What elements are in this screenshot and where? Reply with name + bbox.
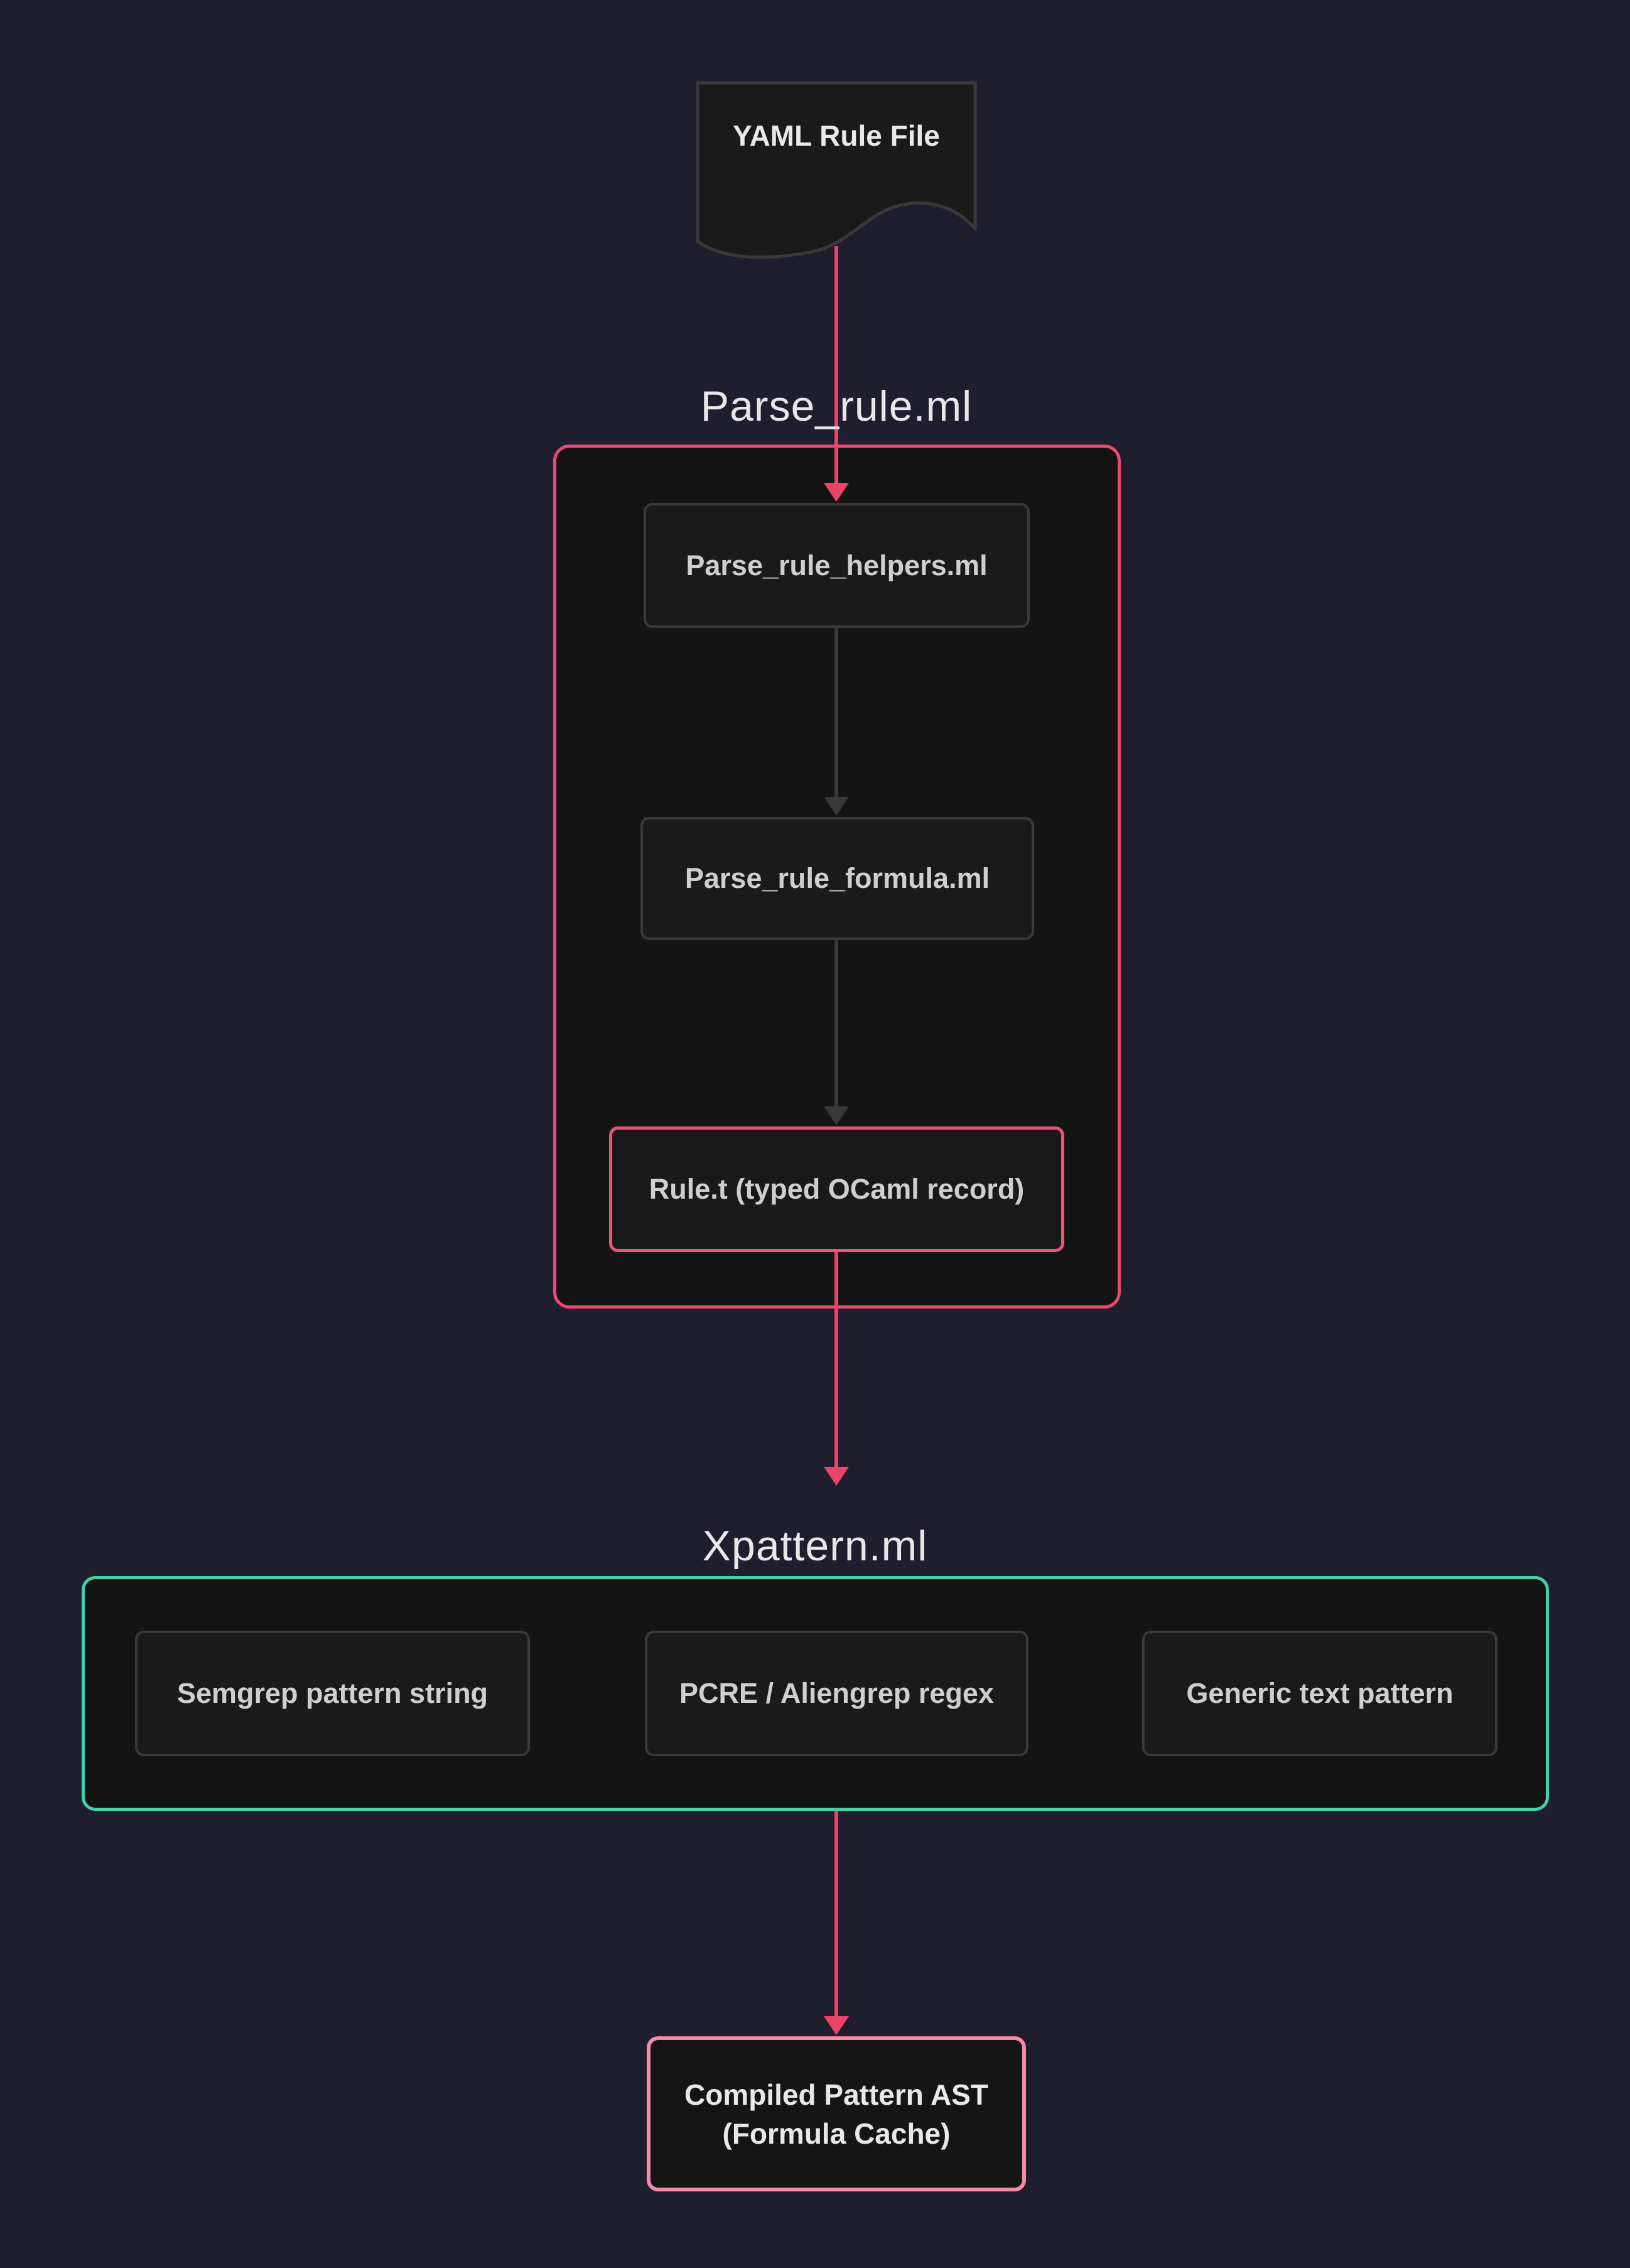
node-label: Parse_rule_formula.ml [684,862,990,894]
node-label-line2: (Formula Cache) [722,2117,951,2150]
node-label-line1: Compiled Pattern AST [684,2078,988,2111]
node-pcre-aliengrep-regex: PCRE / Aliengrep regex [645,1631,1028,1756]
node-parse-rule-helpers: Parse_rule_helpers.ml [644,503,1030,628]
flow-arrow-yaml-to-parse-rule [824,246,849,502]
node-label: Rule.t (typed OCaml record) [649,1173,1025,1205]
flow-arrow-formula-to-rule-t [824,940,849,1125]
arrowhead-icon [824,1106,849,1125]
group-title-parse-rule: Parse_rule.ml [700,382,973,430]
node-parse-rule-formula: Parse_rule_formula.ml [640,817,1034,940]
node-label: Semgrep pattern string [176,1677,488,1709]
node-label: Generic text pattern [1186,1677,1454,1709]
document-shape-icon [696,81,977,259]
flow-arrow-helpers-to-formula [824,628,849,816]
node-label: Parse_rule_helpers.ml [686,549,988,581]
arrowhead-icon [824,483,849,502]
arrow-stem [834,246,838,485]
node-label: YAML Rule File [733,119,940,152]
arrow-stem [834,940,838,1109]
flow-arrow-xpattern-to-compiled [824,1811,849,2035]
flow-arrow-rule-t-to-xpattern [824,1252,849,1486]
arrow-stem [834,1811,838,2019]
arrowhead-icon [824,2016,849,2035]
arrow-stem [834,628,838,799]
node-label: PCRE / Aliengrep regex [679,1677,994,1709]
arrowhead-icon [824,1467,849,1486]
node-compiled-pattern-ast: Compiled Pattern AST (Formula Cache) [647,2036,1026,2191]
arrow-stem [834,1252,838,1469]
node-generic-text-pattern: Generic text pattern [1142,1631,1498,1756]
group-title-xpattern: Xpattern.ml [702,1522,928,1570]
node-yaml-rule-file: YAML Rule File [696,81,977,263]
arrowhead-icon [824,797,849,816]
node-semgrep-pattern-string: Semgrep pattern string [135,1631,530,1756]
node-rule-t-record: Rule.t (typed OCaml record) [609,1126,1064,1252]
